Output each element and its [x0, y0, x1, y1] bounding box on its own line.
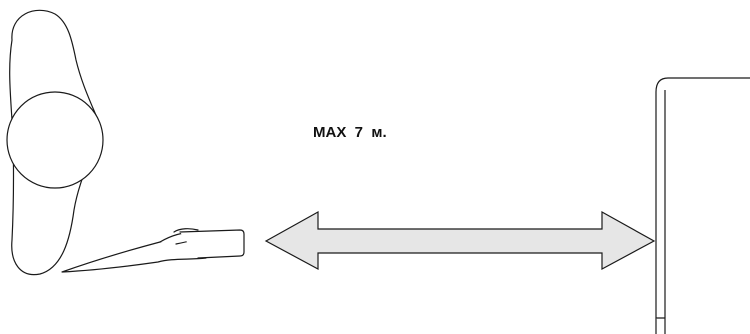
distance-arrow [264, 210, 656, 271]
person-head [6, 91, 104, 189]
device-bottom-edge [655, 317, 666, 334]
device-body [655, 77, 750, 334]
remote-control [179, 229, 245, 259]
person-figure [6, 9, 207, 276]
target-device [655, 77, 750, 334]
distance-label: MAX 7 м. [313, 124, 387, 141]
